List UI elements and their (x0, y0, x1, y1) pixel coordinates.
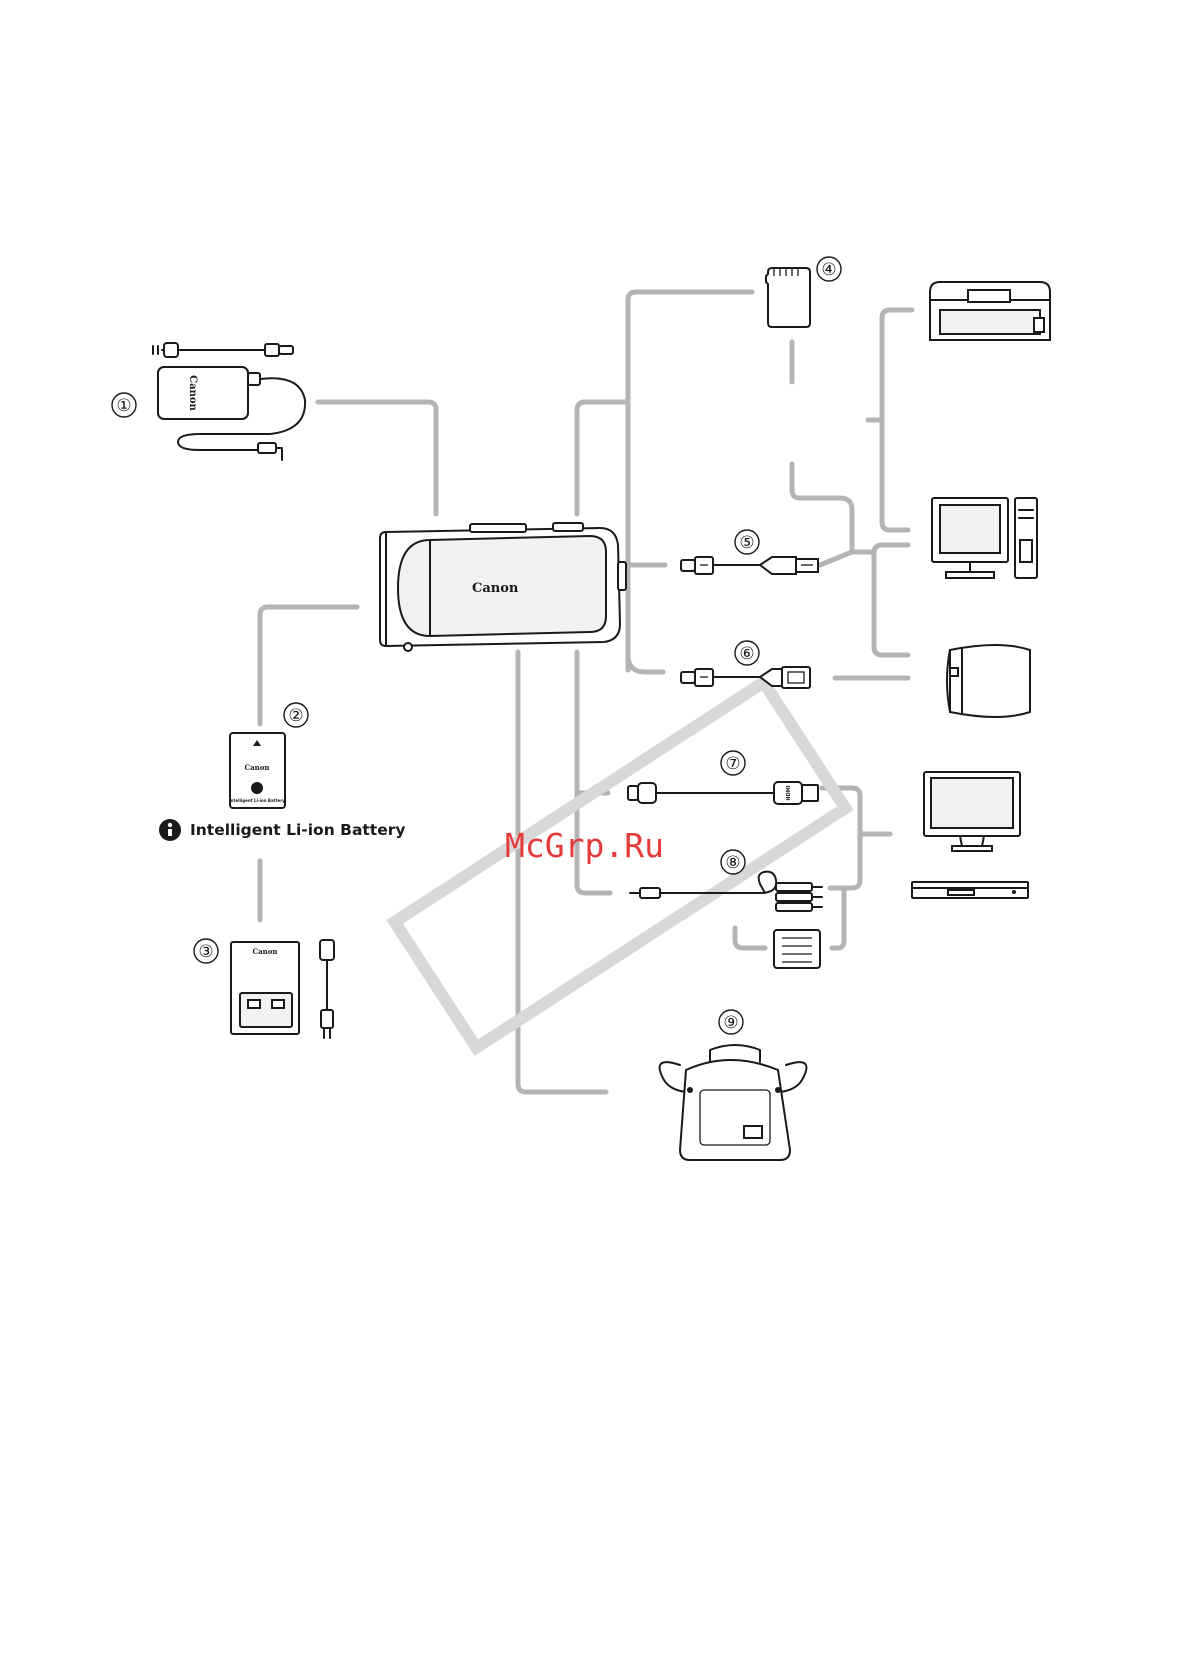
hdmi-plug-text: HDMI (786, 785, 792, 800)
usb-adapter-cable-icon (681, 667, 810, 688)
label-5-text: ⑤ (739, 533, 754, 553)
ac-adapter-brand: Canon (187, 375, 198, 411)
sd-card-icon (766, 268, 810, 327)
label-1-text: ① (116, 396, 131, 416)
recorder-icon (912, 882, 1028, 898)
charger-brand: Canon (253, 947, 278, 956)
label-7-text: ⑦ (725, 754, 740, 774)
camcorder-brand: Canon (472, 581, 519, 596)
battery-charger-icon: Canon (231, 940, 334, 1038)
watermark: McGrp.Ru (395, 682, 846, 1047)
tv-icon (924, 772, 1020, 851)
battery-caption-text: Intelligent Li-ion Battery (190, 821, 405, 839)
battery-caption: Intelligent Li-ion Battery (159, 819, 405, 841)
external-drive-icon (947, 645, 1030, 717)
ac-adapter-icon: Canon (153, 343, 305, 460)
battery-pack-icon: Canon Intelligent Li-ion Battery (229, 733, 285, 808)
battery-brand: Canon (245, 763, 270, 772)
label-8-text: ⑧ (725, 853, 740, 873)
watermark-text: McGrp.Ru (505, 826, 664, 865)
label-3-text: ③ (198, 942, 213, 962)
battery-small-text: Intelligent Li-ion Battery (229, 798, 285, 803)
camera-bag-icon (660, 1045, 807, 1160)
label-4-text: ④ (821, 260, 836, 280)
camcorder-icon: Canon (380, 523, 626, 651)
label-9-text: ⑨ (723, 1013, 738, 1033)
scart-adapter-icon (774, 930, 820, 968)
label-6-text: ⑥ (739, 644, 754, 664)
hdmi-cable-icon: HDMI (628, 782, 818, 804)
computer-icon (932, 498, 1037, 578)
label-2-text: ② (288, 706, 303, 726)
usb-cable-icon (681, 557, 818, 574)
printer-icon (930, 282, 1050, 340)
